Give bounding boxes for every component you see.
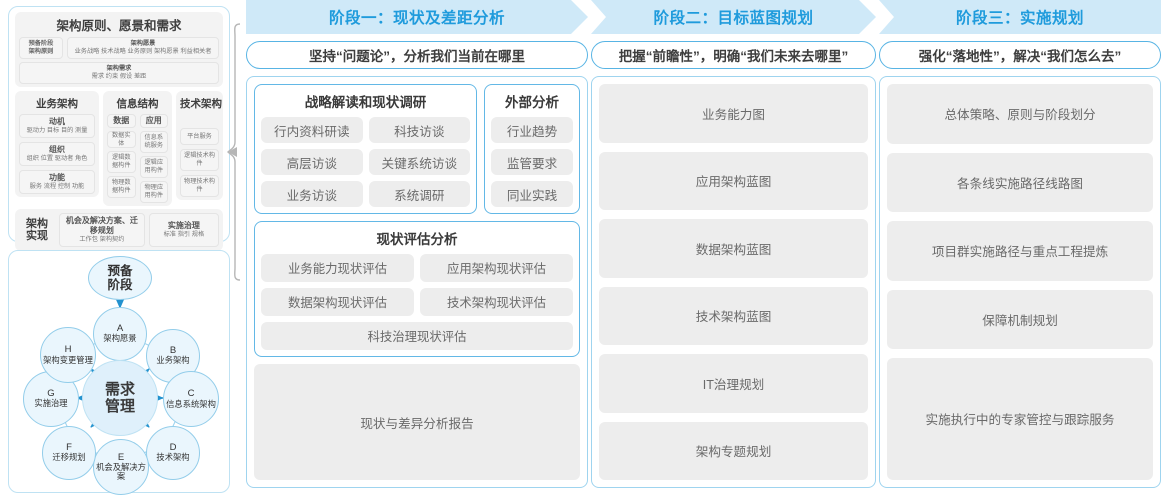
- technology-architecture-column: 技术架构 平台服务 逻辑技术构件 物理技术构件: [176, 91, 223, 206]
- external-analysis-chips: 行业趋势 监管要求 同业实践: [491, 117, 573, 207]
- chip-internal-doc-study[interactable]: 行内资料研读: [261, 117, 363, 143]
- implementation-governance-box: 实施治理 标准 指引 规格: [148, 213, 219, 248]
- cycle-node-a: A 架构愿景: [93, 307, 147, 361]
- cycle-node-center: 需求 管理: [82, 360, 158, 436]
- chip-overall-strategy[interactable]: 总体策略、原则与阶段划分: [887, 84, 1153, 144]
- strategy-research-chips: 行内资料研读 科技访谈 高层访谈 关键系统访谈 业务访谈 系统调研: [261, 117, 470, 207]
- data-title-box: 数据: [107, 114, 136, 129]
- chip-key-system-interview[interactable]: 关键系统访谈: [368, 149, 470, 175]
- data-entity-box: 数据实体: [107, 131, 136, 149]
- application-subcolumn: 应用 信息系统服务 逻辑应用构件 物理应用构件: [139, 114, 169, 204]
- chip-application-arch-blueprint[interactable]: 应用架构蓝图: [599, 151, 868, 210]
- chip-business-capability-map[interactable]: 业务能力图: [599, 84, 868, 143]
- current-state-assessment-block: 现状评估分析 业务能力现状评估 应用架构现状评估 数据架构现状评估 技术架构现状…: [254, 221, 580, 357]
- chip-exec-interview[interactable]: 高层访谈: [261, 149, 363, 175]
- platform-service-box: 平台服务: [180, 128, 219, 146]
- chip-business-capability-assessment[interactable]: 业务能力现状评估: [261, 254, 414, 282]
- phase-1-banner: 阶段一：现状及差距分析: [246, 0, 588, 34]
- cycle-prep-line1: 预备: [107, 263, 133, 278]
- architecture-domain-columns: 业务架构 动机 驱动力 目标 目的 测量 组织 组织 位置 驱动者 角色: [15, 91, 223, 207]
- chip-gap-analysis-report[interactable]: 现状与差异分析报告: [254, 364, 580, 480]
- logical-technology-component-box: 逻辑技术构件: [180, 149, 219, 172]
- architecture-realization-row: 架构 实现 机会及解决方案、迁移规划 工作包 架构契约 实施治理 标准 指引 规…: [15, 209, 223, 252]
- phase-2-panel: 业务能力图 应用架构蓝图 数据架构蓝图 技术架构蓝图 IT治理规划 架构专题规划: [591, 76, 876, 488]
- chip-application-arch-assessment[interactable]: 应用架构现状评估: [420, 254, 573, 282]
- information-system-service-box: 信息系统服务: [139, 131, 169, 154]
- phase-1-subhead: 坚持“问题论”，分析我们当前在哪里: [246, 41, 588, 69]
- chip-program-path[interactable]: 项目群实施路径与重点工程提炼: [887, 221, 1153, 281]
- function-box: 功能 服务 流程 控制 功能: [19, 170, 96, 195]
- assessment-chips: 业务能力现状评估 应用架构现状评估 数据架构现状评估 技术架构现状评估: [261, 254, 573, 316]
- strategy-research-block: 战略解读和现状调研 行内资料研读 科技访谈 高层访谈 关键系统访谈 业务访谈 系…: [254, 84, 477, 214]
- left-panel-title: 架构原则、愿景和需求: [56, 19, 182, 33]
- phase-2-subhead: 把握“前瞻性”，明确“我们未来去哪里”: [591, 41, 876, 69]
- logical-data-component-box: 逻辑数据构件: [107, 151, 136, 174]
- phase-2-banner: 阶段二：目标蓝图规划: [591, 0, 876, 34]
- architecture-requirement-box: 架构需求 需求 约束 假设 差距: [19, 62, 219, 85]
- data-subcolumn: 数据 数据实体 逻辑数据构件 物理数据构件: [107, 114, 136, 203]
- chip-system-survey[interactable]: 系统调研: [368, 181, 470, 207]
- architecture-principles-group: 架构原则、愿景和需求 预备阶段 架构原则 架构愿景 业务战略 技术战略 业务原则…: [15, 12, 223, 88]
- chip-data-arch-assessment[interactable]: 数据架构现状评估: [261, 288, 414, 316]
- chip-data-arch-blueprint[interactable]: 数据架构蓝图: [599, 219, 868, 278]
- chip-expert-control-service[interactable]: 实施执行中的专家管控与跟踪服务: [887, 358, 1153, 480]
- phase-3-column: 阶段三：实施规划 强化“落地性”，解决“我们怎么去” 总体策略、原则与阶段划分 …: [879, 0, 1161, 488]
- physical-data-component-box: 物理数据构件: [107, 176, 136, 199]
- information-structure-column: 信息结构 数据 数据实体 逻辑数据构件: [103, 91, 172, 207]
- cycle-node-d: D 技术架构: [146, 426, 200, 480]
- cycle-node-f: F 迁移规划: [42, 426, 96, 480]
- brace-connector: [227, 23, 241, 281]
- chip-line-roadmap[interactable]: 各条线实施路径线路图: [887, 152, 1153, 212]
- opportunity-migration-box: 机会及解决方案、迁移规划 工作包 架构契约: [59, 213, 145, 248]
- chip-tech-governance-assessment[interactable]: 科技治理现状评估: [261, 322, 573, 350]
- prep-stage-box: 预备阶段 架构原则: [19, 37, 63, 60]
- phase-1-panel: 战略解读和现状调研 行内资料研读 科技访谈 高层访谈 关键系统访谈 业务访谈 系…: [246, 76, 588, 488]
- motivation-box: 动机 驱动力 目标 目的 测量: [19, 114, 96, 139]
- phase-3-panel: 总体策略、原则与阶段划分 各条线实施路径线路图 项目群实施路径与重点工程提炼 保…: [879, 76, 1161, 488]
- chip-peer-practice[interactable]: 同业实践: [491, 181, 573, 207]
- phase-3-subhead: 强化“落地性”，解决“我们怎么去”: [879, 41, 1161, 69]
- phase-1-top-row: 战略解读和现状调研 行内资料研读 科技访谈 高层访谈 关键系统访谈 业务访谈 系…: [254, 84, 580, 214]
- chip-tech-interview[interactable]: 科技访谈: [368, 117, 470, 143]
- cycle-prep-line2: 阶段: [107, 278, 133, 292]
- logical-application-component-box: 逻辑应用构件: [139, 156, 169, 179]
- realization-label: 架构 实现: [26, 217, 48, 243]
- application-title-box: 应用: [139, 114, 169, 129]
- chip-business-interview[interactable]: 业务访谈: [261, 181, 363, 207]
- phase-2-column: 阶段二：目标蓝图规划 把握“前瞻性”，明确“我们未来去哪里” 业务能力图 应用架…: [591, 0, 876, 488]
- cycle-node-prep: 预备 阶段: [88, 256, 152, 300]
- business-architecture-column: 业务架构 动机 驱动力 目标 目的 测量 组织 组织 位置 驱动者 角色: [15, 91, 100, 206]
- chip-tech-arch-assessment[interactable]: 技术架构现状评估: [420, 288, 573, 316]
- chip-regulatory-requirement[interactable]: 监管要求: [491, 149, 573, 175]
- phase-1-column: 阶段一：现状及差距分析 坚持“问题论”，分析我们当前在哪里 战略解读和现状调研 …: [246, 0, 588, 488]
- external-analysis-block: 外部分析 行业趋势 监管要求 同业实践: [484, 84, 580, 214]
- physical-technology-component-box: 物理技术构件: [180, 175, 219, 198]
- cycle-node-h: H 架构变更管理: [40, 327, 96, 383]
- chip-arch-topic-plan[interactable]: 架构专题规划: [599, 421, 868, 480]
- chip-it-governance-plan[interactable]: IT治理规划: [599, 354, 868, 413]
- chip-guarantee-mechanism[interactable]: 保障机制规划: [887, 289, 1153, 349]
- cycle-node-e: E 机会及解决方案: [93, 439, 149, 495]
- architecture-vision-box: 架构愿景 业务战略 技术战略 业务原则 架构愿景 利益相关者: [67, 37, 219, 60]
- physical-application-component-box: 物理应用构件: [139, 181, 169, 204]
- adm-cycle-panel: 预备 阶段 A 架构愿景 B 业务架构 C 信息系统架构 D 技术架构 E: [8, 250, 230, 495]
- strategy-research-title: 战略解读和现状调研: [304, 95, 427, 110]
- external-analysis-title: 外部分析: [505, 95, 559, 110]
- cycle-node-c: C 信息系统架构: [163, 371, 219, 427]
- assessment-title: 现状评估分析: [376, 232, 458, 247]
- organization-box: 组织 组织 位置 驱动者 角色: [19, 142, 96, 167]
- chip-industry-trend[interactable]: 行业趋势: [491, 117, 573, 143]
- phase-3-banner: 阶段三：实施规划: [879, 0, 1161, 34]
- chip-tech-arch-blueprint[interactable]: 技术架构蓝图: [599, 286, 868, 345]
- togaf-framework-panel: 架构原则、愿景和需求 预备阶段 架构原则 架构愿景 业务战略 技术战略 业务原则…: [8, 6, 230, 252]
